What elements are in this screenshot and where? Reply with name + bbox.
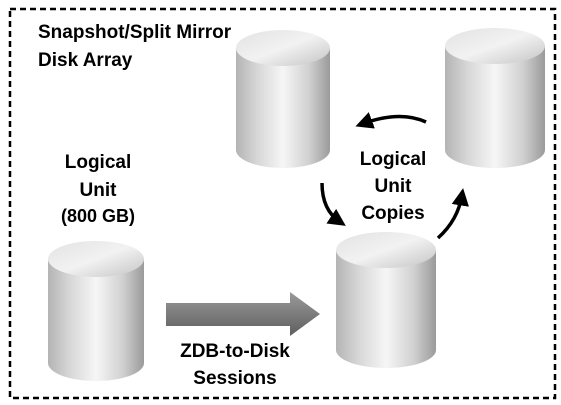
array-title-line1: Snapshot/Split Mirror: [38, 22, 232, 43]
disk-source-logical-unit: [48, 241, 144, 381]
source-unit-label-line1: Logical: [65, 152, 132, 173]
curved-arrow-up: [436, 188, 469, 240]
sessions-label-line2: Sessions: [193, 368, 276, 389]
array-title-line2: Disk Array: [38, 50, 133, 71]
disk-target: [336, 232, 436, 368]
curved-arrow-left: [355, 112, 427, 129]
copies-label-line3: Copies: [361, 203, 424, 224]
disk-copy-2: [445, 28, 545, 168]
copies-label-line1: Logical: [360, 149, 427, 170]
copies-label-line2: Unit: [375, 176, 413, 197]
disk-copy-1: [236, 30, 330, 168]
disk-array-frame: [8, 7, 557, 400]
curved-arrow-down: [320, 182, 346, 226]
sessions-label-line1: ZDB-to-Disk: [180, 341, 290, 362]
source-unit-label-line2: Unit: [80, 180, 118, 201]
session-flow-arrow: [166, 292, 320, 336]
source-unit-label-line3: (800 GB): [61, 206, 135, 226]
